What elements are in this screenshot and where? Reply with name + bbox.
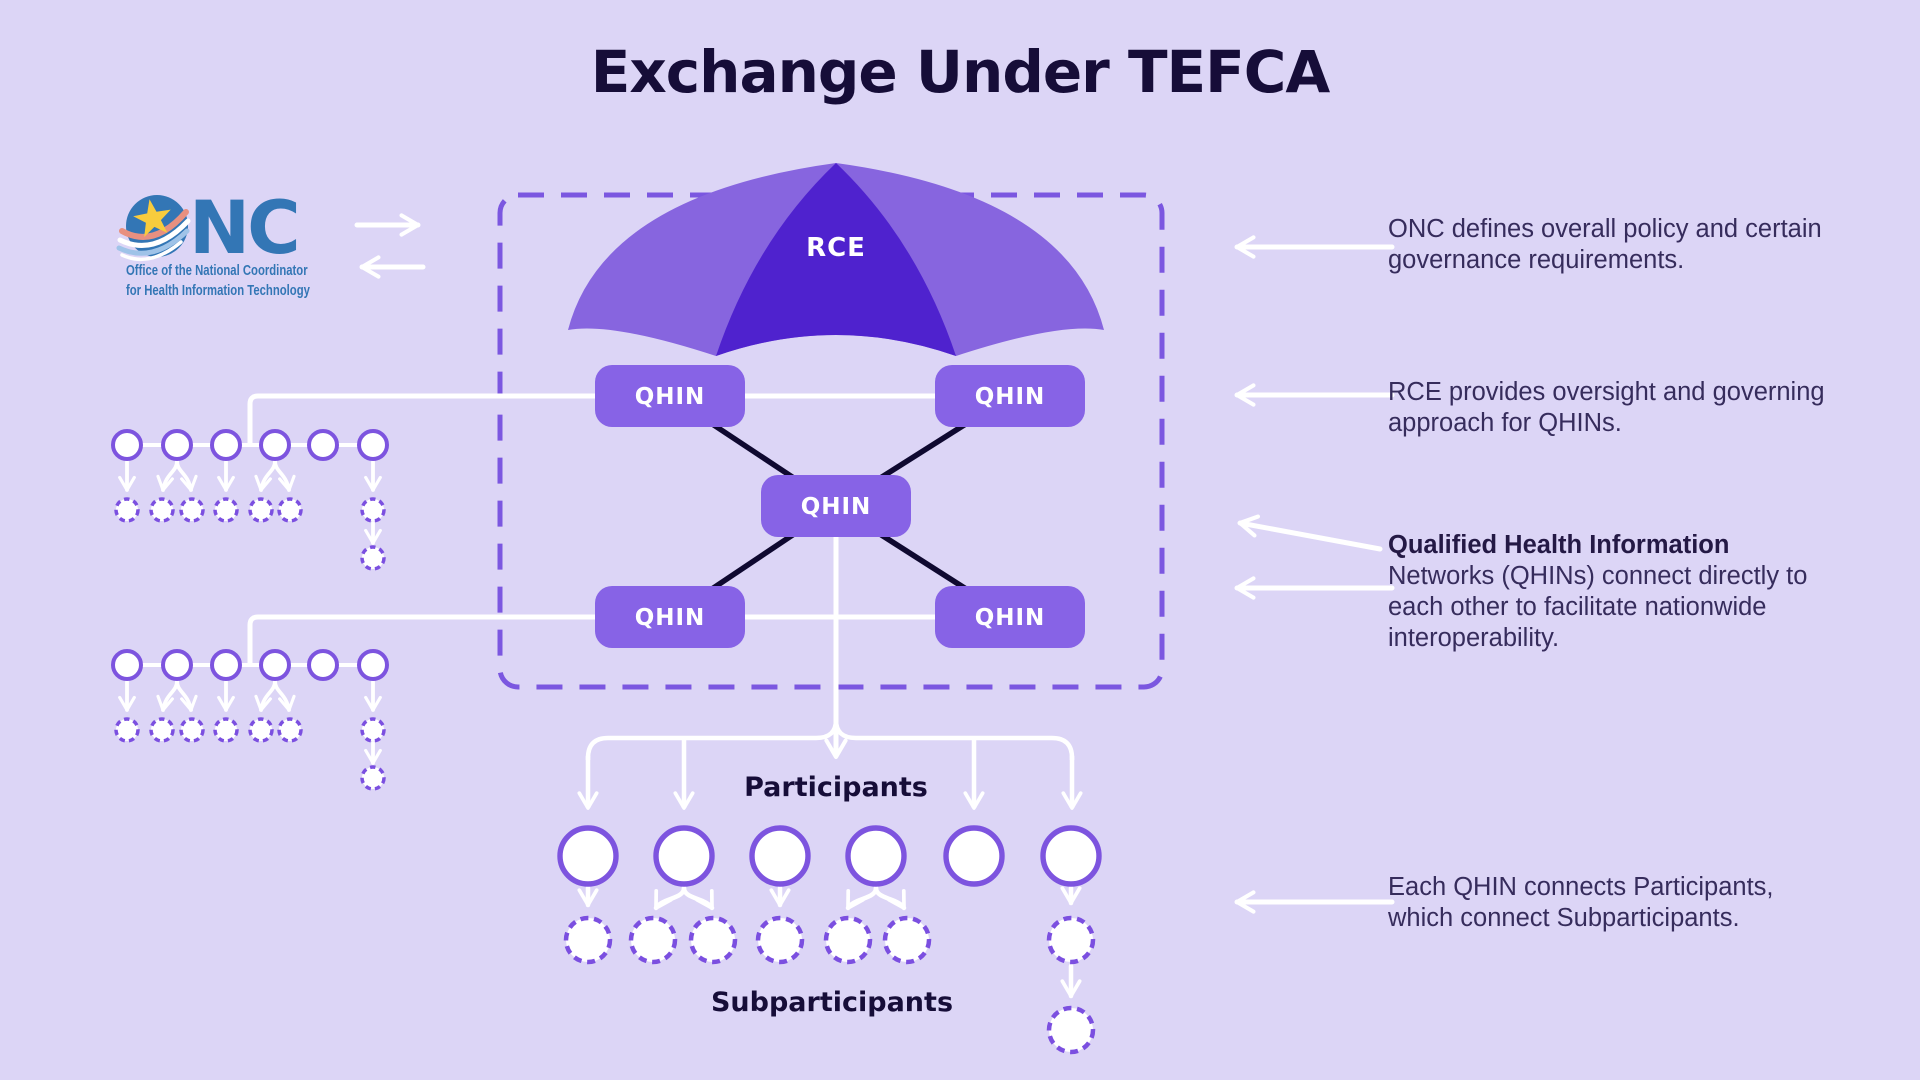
- rce-label: RCE: [806, 233, 866, 263]
- qhin-box-bottom-left: QHIN: [595, 586, 745, 648]
- subparticipant-circles: [563, 915, 1096, 1055]
- cluster1-arrows: [118, 459, 382, 545]
- cluster2-subparticipant-circles: [114, 717, 386, 791]
- page-title: Exchange Under TEFCA: [590, 38, 1330, 106]
- onc-acronym-text: NC: [189, 186, 298, 271]
- qhin-label: QHIN: [635, 605, 706, 631]
- cluster2-participant-circles: [111, 649, 389, 681]
- participant-sub-arrows: [577, 885, 1082, 999]
- qhin-box-center: QHIN: [761, 475, 911, 537]
- cluster1-participant-circles: [111, 429, 389, 461]
- onc-caption: Office of the National Coordinator for H…: [126, 261, 310, 301]
- annotation-arrow-qhin-diagonal: [1237, 514, 1383, 552]
- qhin-label: QHIN: [975, 384, 1046, 410]
- onc-star-icon: [133, 199, 171, 237]
- subparticipants-label: Subparticipants: [711, 987, 953, 1018]
- annotation-line: approach for QHINs.: [1388, 409, 1622, 437]
- onc-logo: NC: [116, 186, 301, 271]
- rce-umbrella-icon: RCE: [568, 163, 1104, 356]
- annotation-line: Each QHIN connects Participants,: [1388, 873, 1774, 901]
- annotation-arrows: [1234, 235, 1395, 914]
- white-connectors: [127, 393, 1083, 810]
- annotation-line: interoperability.: [1388, 624, 1560, 652]
- annotation-line: each other to facilitate nationwide: [1388, 593, 1767, 621]
- annotation-line: RCE provides oversight and governing: [1388, 378, 1825, 406]
- annotation-line: Networks (QHINs) connect directly to: [1388, 562, 1808, 590]
- qhin-box-top-left: QHIN: [595, 365, 745, 427]
- annotation-qhin: Qualified Health Information Networks (Q…: [1388, 530, 1807, 654]
- annotation-participants: Each QHIN connects Participants, which c…: [1388, 872, 1774, 934]
- qhin-box-bottom-right: QHIN: [935, 586, 1085, 648]
- cluster1-subparticipant-circles: [114, 497, 386, 571]
- annotation-onc: ONC defines overall policy and certain g…: [1388, 214, 1822, 276]
- participant-circles: [557, 825, 1102, 887]
- annotation-line: which connect Subparticipants.: [1388, 904, 1740, 932]
- annotation-line: ONC defines overall policy and certain: [1388, 215, 1822, 243]
- qhin-label: QHIN: [975, 605, 1046, 631]
- annotation-line: governance requirements.: [1388, 246, 1685, 274]
- participants-label: Participants: [744, 772, 928, 803]
- cluster2-arrows: [118, 679, 382, 765]
- onc-exchange-arrows: [354, 213, 426, 279]
- qhin-box-top-right: QHIN: [935, 365, 1085, 427]
- qhin-label: QHIN: [801, 494, 872, 520]
- qhin-boxes: QHIN QHIN QHIN QHIN QHIN: [595, 365, 1085, 648]
- qhin-label: QHIN: [635, 384, 706, 410]
- annotation-rce: RCE provides oversight and governing app…: [1388, 377, 1825, 439]
- onc-caption-line1: Office of the National Coordinator: [126, 263, 308, 279]
- annotation-bold-line: Qualified Health Information: [1388, 531, 1730, 559]
- onc-caption-line2: for Health Information Technology: [126, 283, 310, 299]
- onc-swoosh-icon: [116, 209, 191, 262]
